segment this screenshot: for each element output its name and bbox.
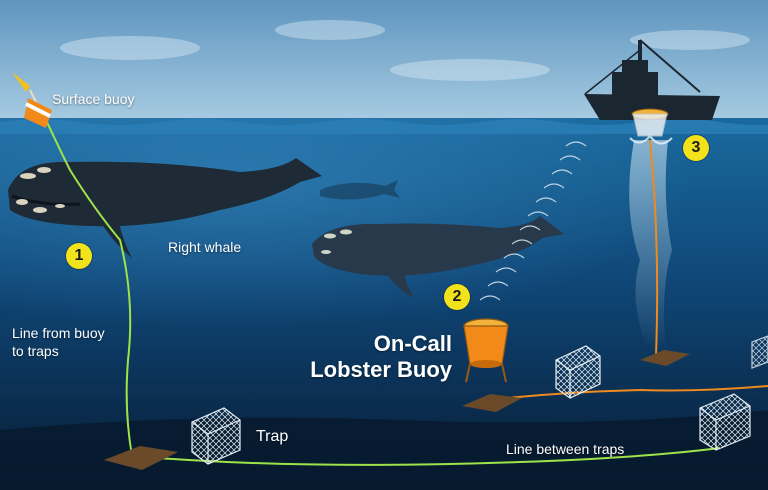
buoy-line — [45, 119, 721, 466]
rising-line-coil — [479, 141, 587, 301]
surfaced-buoy-icon — [631, 108, 669, 137]
trap-line — [487, 385, 768, 401]
on-call-buoy-icon — [463, 318, 509, 383]
anchor-base-left — [104, 446, 178, 470]
step-badge-3: 3 — [683, 135, 709, 161]
seafloor — [0, 410, 768, 490]
trap-icon — [191, 407, 241, 465]
on-call-buoy-label: On-Call Lobster Buoy — [310, 331, 452, 382]
anchor-base-right — [640, 350, 690, 366]
anchor-base-middle — [462, 394, 522, 412]
right-whale-label: Right whale — [168, 239, 242, 255]
boat-icon — [584, 39, 720, 120]
trap-icon-middle — [555, 345, 601, 399]
sea-surface — [0, 119, 768, 134]
surface-buoy-icon — [12, 72, 52, 128]
trap-icon-far-right — [751, 335, 768, 369]
second-whale-icon — [312, 216, 564, 298]
trap-label: Trap — [256, 428, 289, 445]
step-badge-1: 1 — [66, 243, 92, 269]
distant-whale-icon — [320, 180, 400, 200]
step-badge-2: 2 — [444, 284, 470, 310]
line-from-buoy-label: Line from buoy to traps — [12, 325, 105, 359]
clouds — [60, 20, 750, 81]
trap-icon-right — [699, 393, 751, 451]
line-between-traps-label: Line between traps — [506, 441, 625, 457]
surface-buoy-label: Surface buoy — [52, 91, 135, 107]
retrieval-line — [649, 139, 659, 357]
right-whale-icon — [8, 158, 322, 258]
